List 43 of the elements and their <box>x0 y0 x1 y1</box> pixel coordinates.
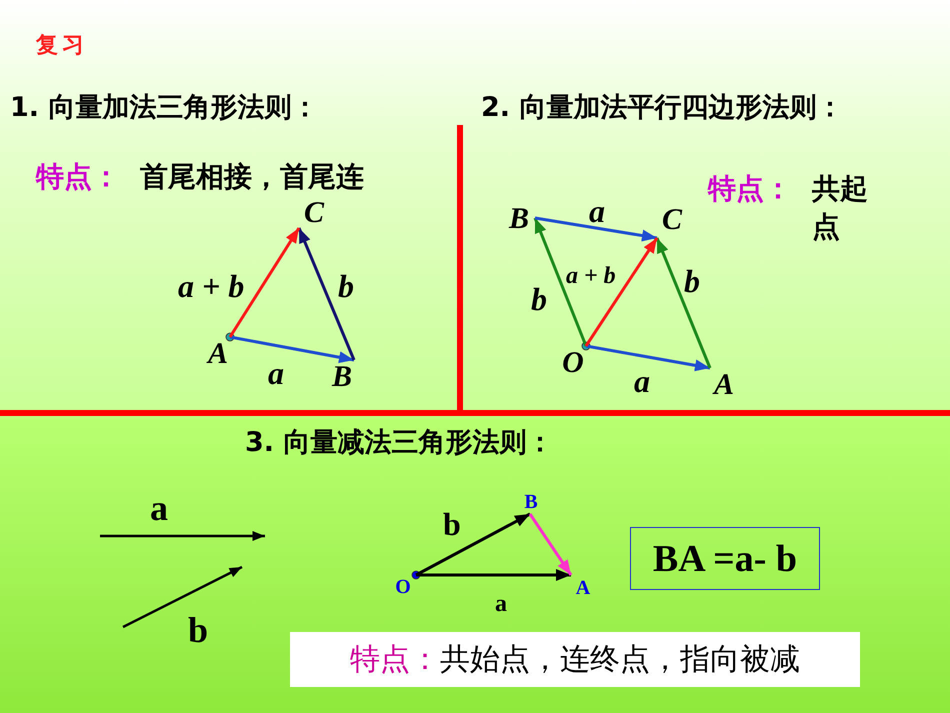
vector-arrow <box>298 227 356 361</box>
edge-label: a <box>268 357 284 389</box>
vector-arrow <box>415 512 531 576</box>
vector-arrow <box>230 336 354 364</box>
point-label: A <box>571 575 595 601</box>
edge-label: a <box>495 592 507 616</box>
point-label: O <box>390 575 416 599</box>
section-heading: 1. 向量加法三角形法则： <box>10 91 318 125</box>
vector-arrow <box>416 569 571 581</box>
edge-label: a + b <box>566 264 616 288</box>
point-label: B <box>330 360 354 394</box>
vector-arrow <box>586 344 710 372</box>
edge-label: b <box>443 508 461 540</box>
vector-label: a <box>150 490 168 526</box>
point-label: B <box>503 203 535 235</box>
vector-arrow <box>656 237 712 369</box>
formula-box: BA =a- b <box>630 527 820 590</box>
vector-arrow <box>534 217 588 347</box>
edge-label: a <box>634 365 650 397</box>
point-label: B <box>520 490 542 514</box>
point-label: A <box>710 368 738 402</box>
vector-label: b <box>188 612 208 648</box>
point-label: C <box>299 198 329 228</box>
point-label: A <box>206 337 230 371</box>
section-heading: 3. 向量减法三角形法则： <box>245 426 554 460</box>
feature-label: 特点： <box>708 171 792 207</box>
vector-arrow <box>534 216 658 242</box>
vector-arrow <box>584 237 658 347</box>
edge-label: a <box>589 195 605 227</box>
note-box: 特点：共始点，连终点，指向被减 <box>290 632 860 687</box>
feature-text: 首尾相接，首尾连 <box>140 159 364 195</box>
vector-arrow <box>228 227 300 338</box>
section-heading: 2. 向量加法平行四边形法则： <box>481 91 844 125</box>
point-label: O <box>560 346 586 380</box>
vector-arrow <box>528 513 572 576</box>
feature-label: 特点： <box>36 159 120 195</box>
edge-label: b <box>531 283 547 315</box>
edge-label: b <box>684 265 700 297</box>
point-label: C <box>657 204 687 236</box>
edge-label: b <box>338 270 354 302</box>
edge-label: a + b <box>178 270 244 302</box>
title: 复习 <box>36 31 88 60</box>
feature-text: 共起点 <box>812 171 869 245</box>
